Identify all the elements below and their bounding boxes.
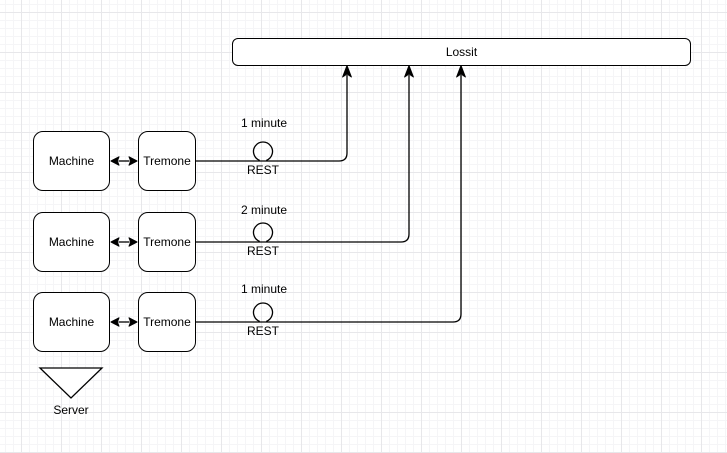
- machine2-tremone2-link[interactable]: [110, 237, 138, 247]
- tremone-label: Tremone: [143, 235, 191, 249]
- tremone1-lossit-connector[interactable]: [196, 75, 348, 162]
- arrowhead-right-2: [128, 237, 138, 247]
- machine1-tremone1-link[interactable]: [110, 156, 138, 166]
- interval-label-3: 1 minute: [240, 282, 288, 296]
- arrowhead-up-3: [456, 65, 466, 78]
- tremone-label: Tremone: [143, 315, 191, 329]
- arrowhead-left-3: [110, 317, 120, 327]
- tremone3-lossit-connector[interactable]: [196, 75, 462, 323]
- machine-node-3[interactable]: Machine: [33, 292, 110, 352]
- protocol-label-1: REST: [246, 163, 279, 177]
- machine-label: Machine: [48, 154, 95, 168]
- interval-label-1: 1 minute: [240, 116, 288, 130]
- rest-circle-icon-3[interactable]: [252, 302, 274, 323]
- rest-circle-icon-2[interactable]: [252, 222, 274, 243]
- tremone-node-1[interactable]: Tremone: [138, 131, 196, 191]
- server-label: Server: [53, 403, 89, 417]
- arrowhead-up-1: [342, 65, 352, 78]
- machine-node-1[interactable]: Machine: [33, 131, 110, 191]
- machine-node-2[interactable]: Machine: [33, 212, 110, 272]
- arrowhead-right-3: [128, 317, 138, 327]
- tremone2-lossit-connector[interactable]: [196, 75, 410, 243]
- interval-label-2: 2 minute: [240, 203, 288, 217]
- tremone-node-3[interactable]: Tremone: [138, 292, 196, 352]
- tremone-node-2[interactable]: Tremone: [138, 212, 196, 272]
- rest-circle-icon-1[interactable]: [252, 141, 274, 162]
- server-triangle[interactable]: [38, 367, 104, 399]
- protocol-label-2: REST: [246, 244, 279, 258]
- arrowhead-left-1: [110, 156, 120, 166]
- arrowhead-up-2: [404, 65, 414, 78]
- arrowhead-left-2: [110, 237, 120, 247]
- arrowhead-right-1: [128, 156, 138, 166]
- lossit-node[interactable]: Lossit: [232, 38, 691, 66]
- lossit-label: Lossit: [445, 45, 478, 59]
- protocol-label-3: REST: [246, 324, 279, 338]
- tremone-label: Tremone: [143, 154, 191, 168]
- machine3-tremone3-link[interactable]: [110, 317, 138, 327]
- machine-label: Machine: [48, 315, 95, 329]
- machine-label: Machine: [48, 235, 95, 249]
